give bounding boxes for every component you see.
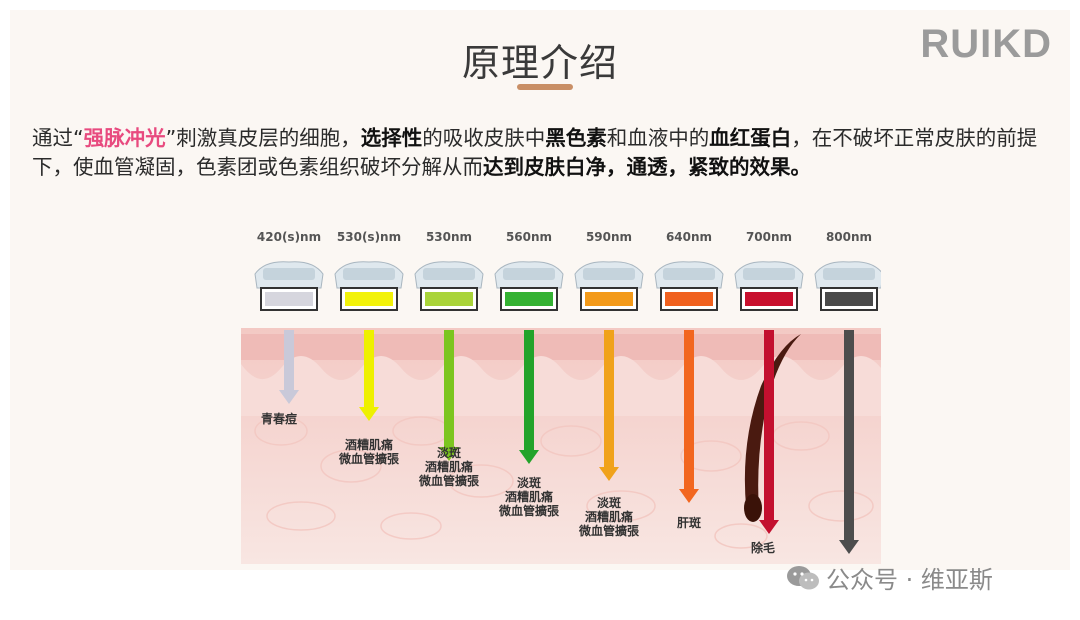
- bold-selectivity: 选择性: [360, 126, 423, 150]
- slide-title: 原理介绍: [461, 41, 618, 85]
- slide: 原理介绍 RUIKD 通过“强脉冲光”刺激真皮层的细胞，选择性的吸收皮肤中黑色素…: [10, 10, 1070, 594]
- bold-hemoglobin: 血红蛋白: [709, 126, 792, 150]
- bold-melanin: 黑色素: [545, 126, 607, 150]
- epidermis-wave: [241, 356, 881, 416]
- light-arrow: [284, 330, 294, 392]
- title-underline: [517, 84, 573, 90]
- filter-color: [665, 292, 713, 306]
- effect-label-line: 微血管擴張: [498, 504, 559, 518]
- filter-head: [494, 261, 564, 311]
- filter-color: [745, 292, 793, 306]
- wavelength-label: 800nm: [825, 230, 873, 244]
- wavelength-label: 560nm: [505, 230, 553, 244]
- filter-head: [654, 261, 724, 311]
- brand-logo: RUIKD: [920, 22, 1052, 66]
- filter-color: [825, 292, 873, 306]
- effect-label-line: 酒糟肌痛: [504, 490, 553, 504]
- effect-label: 淡斑酒糟肌痛微血管擴張: [564, 496, 654, 538]
- effect-label: 酒糟肌痛微血管擴張: [324, 438, 414, 466]
- light-arrow: [364, 330, 374, 409]
- filter-head: [254, 261, 324, 311]
- filter-color: [345, 292, 393, 306]
- arrow-head: [359, 407, 379, 421]
- effect-label-line: 微血管擴張: [418, 474, 479, 488]
- effect-label-line: 微血管擴張: [338, 452, 399, 466]
- effect-label: 淡斑酒糟肌痛微血管擴張: [484, 476, 574, 518]
- effect-label: 肝斑: [644, 516, 734, 530]
- effect-label-line: 青春痘: [260, 412, 297, 426]
- filter-color: [425, 292, 473, 306]
- effect-label-line: 酒糟肌痛: [584, 510, 633, 524]
- para-text-3: 的吸收皮肤中: [422, 126, 546, 150]
- wavelength-label: 590nm: [585, 230, 633, 244]
- filter-head: [814, 261, 881, 311]
- para-text-4: 和血液中的: [606, 126, 710, 150]
- effect-label: 青春痘: [241, 412, 324, 426]
- effect-label-line: 酒糟肌痛: [344, 438, 393, 452]
- bold-result: 达到皮肤白净，通透，紧致的效果。: [483, 154, 811, 179]
- effect-label-line: 肝斑: [676, 516, 701, 530]
- filter-head: [574, 261, 644, 311]
- light-arrow: [444, 330, 454, 449]
- quote-close: ”: [165, 126, 177, 150]
- effect-label-line: 淡斑: [436, 446, 461, 460]
- arrow-head: [599, 467, 619, 481]
- light-arrow: [524, 330, 534, 452]
- arrow-head: [679, 489, 699, 503]
- watermark-text: 公众号 · 维亚斯: [826, 566, 993, 594]
- effect-label-line: 淡斑: [596, 496, 621, 510]
- effect-label-line: 淡斑: [516, 476, 541, 490]
- para-text-2: 刺激真皮层的细胞，: [176, 126, 361, 150]
- arrow-head: [519, 450, 539, 464]
- watermark: 公众号 · 维亚斯: [786, 560, 993, 595]
- intro-paragraph: 通过“强脉冲光”刺激真皮层的细胞，选择性的吸收皮肤中黑色素和血液中的血红蛋白，在…: [32, 124, 1042, 181]
- light-arrow: [604, 330, 614, 469]
- quote-open: “: [73, 126, 84, 150]
- wavelength-label: 530nm: [425, 230, 473, 244]
- filter-color: [585, 292, 633, 306]
- effect-label: 淡斑酒糟肌痛微血管擴張: [404, 446, 494, 488]
- wavelength-label: 640nm: [665, 230, 713, 244]
- filter-head: [734, 261, 804, 311]
- skin-layers-illustration: [241, 216, 881, 564]
- arrow-head: [759, 520, 779, 534]
- epidermis-band: [241, 334, 881, 360]
- wavelength-label: 700nm: [745, 230, 793, 244]
- para-text-5: ，在不破坏正常皮肤的前提下，使血管凝固，色素团或色素组织破坏分解从而: [32, 126, 1038, 179]
- hair-bulb: [744, 494, 762, 522]
- effect-label: 除毛: [718, 541, 808, 555]
- effect-label-line: 酒糟肌痛: [424, 460, 473, 474]
- light-arrow: [844, 330, 854, 542]
- arrow-head: [279, 390, 299, 404]
- arrow-head: [439, 447, 459, 461]
- filter-color: [505, 292, 553, 306]
- wavelength-label: 420(s)nm: [256, 230, 322, 244]
- filter-color: [265, 292, 313, 306]
- filter-head: [334, 261, 404, 311]
- effect-label-line: 除毛: [750, 541, 775, 555]
- filter-head: [414, 261, 484, 311]
- effect-label-line: 微血管擴張: [578, 524, 639, 538]
- arrow-head: [839, 540, 859, 554]
- ipl-highlight: 强脉冲光: [83, 126, 166, 150]
- light-arrow: [764, 330, 774, 522]
- wavelength-label: 530(s)nm: [336, 230, 402, 244]
- wechat-icon: [787, 565, 819, 589]
- para-text-1: 通过: [32, 126, 73, 150]
- light-arrow: [684, 330, 694, 491]
